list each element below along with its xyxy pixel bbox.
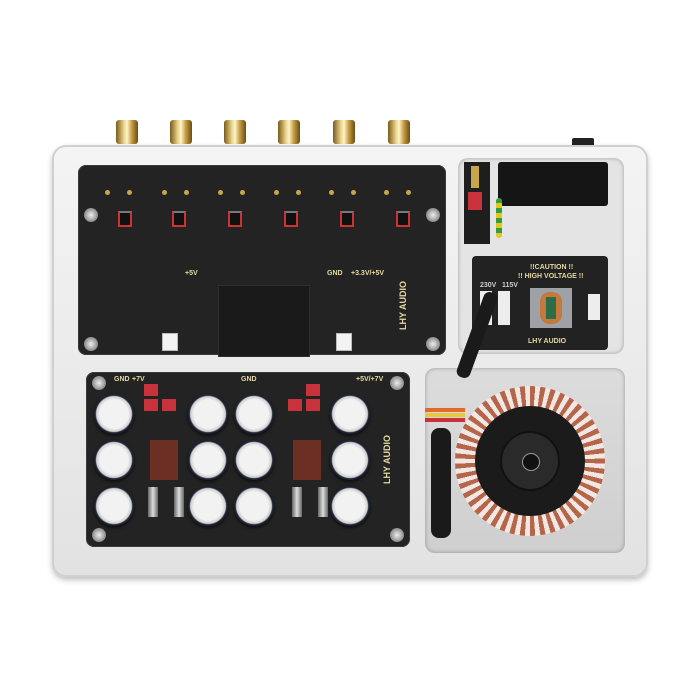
chip	[118, 211, 132, 227]
screw-icon	[426, 337, 440, 351]
label-115v: 115V	[502, 282, 518, 289]
label-gnd: GND	[114, 376, 130, 383]
screw-icon	[84, 208, 98, 222]
screw-icon	[426, 208, 440, 222]
rca-connector-6	[388, 120, 410, 144]
label-5v: +5V	[185, 270, 198, 277]
fuse-board	[464, 162, 490, 244]
label-gnd-mid: GND	[241, 376, 257, 383]
input-section: !!CAUTION !! !! HIGH VOLTAGE !! 230V 115…	[458, 158, 624, 354]
caution-text-1: !!CAUTION !!	[530, 264, 574, 271]
regulator	[293, 440, 321, 480]
sub-module	[218, 285, 310, 357]
input-board: !!CAUTION !! !! HIGH VOLTAGE !! 230V 115…	[472, 256, 608, 350]
brand-logo: LHY AUDIO	[398, 280, 408, 330]
connector	[162, 333, 178, 351]
chip	[172, 211, 186, 227]
chip	[396, 211, 410, 227]
brand-logo: LHY AUDIO	[528, 338, 567, 345]
label-7v: +7V	[132, 376, 145, 383]
rca-connector-3	[224, 120, 246, 144]
wire-bundle	[431, 428, 451, 538]
rca-connector-2	[170, 120, 192, 144]
chip	[340, 211, 354, 227]
chip	[284, 211, 298, 227]
rca-connector-1	[116, 120, 138, 144]
rca-connector-4	[278, 120, 300, 144]
filter-choke	[530, 288, 572, 328]
dac-board: +5V GND +3.3V/+5V LHY AUDIO	[78, 165, 446, 357]
iec-inlet	[498, 162, 608, 206]
rca-connector-5	[333, 120, 355, 144]
label-supply-right: +5V/+7V	[356, 376, 384, 383]
screw-icon	[84, 337, 98, 351]
caution-text-2: !! HIGH VOLTAGE !!	[518, 273, 584, 280]
toroidal-transformer	[455, 386, 605, 536]
ground-wire	[496, 198, 502, 238]
label-supply: +3.3V/+5V	[351, 270, 385, 277]
label-gnd: GND	[327, 270, 343, 277]
label-230v: 230V	[480, 282, 497, 289]
transformer-well	[425, 368, 625, 553]
regulator	[150, 440, 178, 480]
power-switch	[572, 138, 594, 147]
power-board: GND +7V GND +5V/+7V LHY AUDIO	[86, 372, 410, 547]
chip	[228, 211, 242, 227]
brand-logo: LHY AUDIO	[382, 434, 392, 484]
connector	[336, 333, 352, 351]
